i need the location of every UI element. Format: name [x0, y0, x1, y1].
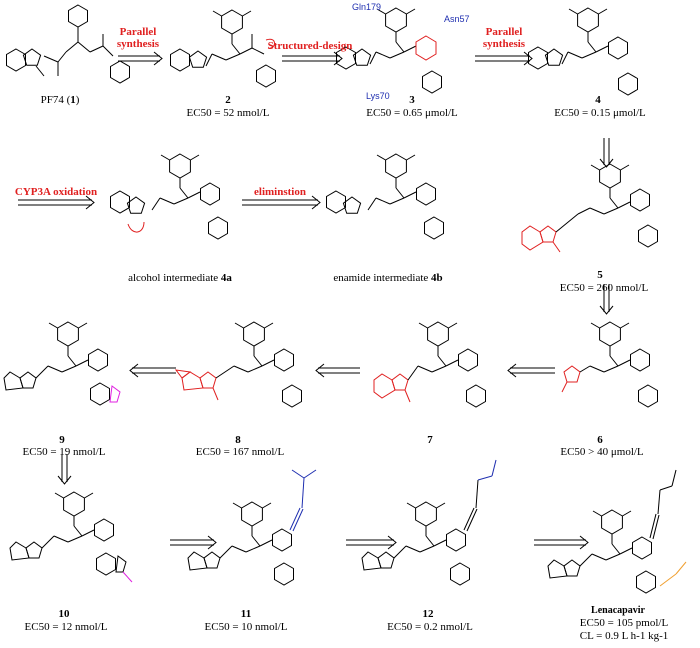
compound-8: [174, 321, 302, 408]
compound-12: [361, 459, 497, 586]
step-cyp3a-oxidation: CYP3A oxidation: [14, 186, 98, 198]
compound-9-number: 9: [59, 434, 65, 446]
compound-12-ec50: EC50 = 0.2 nmol/L: [387, 621, 473, 633]
residue-lys70: Lys70: [366, 91, 390, 101]
arrow-into-4a: [18, 195, 95, 210]
arrow-8-9: [129, 363, 176, 378]
compound-8-ec50: EC50 = 167 nmol/L: [195, 446, 285, 458]
compound-7: [373, 321, 486, 408]
compound-4b: [326, 153, 444, 240]
compound-5-ec50: EC50 = 260 nmol/L: [559, 282, 649, 294]
arrow-6-7: [507, 363, 555, 378]
step-parallel-synthesis-1: Parallel synthesis: [116, 26, 160, 50]
arrow-11-12: [346, 535, 397, 550]
arrow-10-11: [170, 535, 217, 550]
compound-5-number: 5: [597, 269, 603, 281]
compound-11: [187, 469, 317, 586]
arrow-2-3: [282, 51, 343, 66]
compound-11-number: 11: [240, 608, 252, 620]
residue-asn57: Asn57: [444, 14, 470, 24]
compound-11-ec50: EC50 = 10 nmol/L: [204, 621, 288, 633]
compound-5: [521, 163, 658, 253]
lenacapavir-ec50: EC50 = 105 pmol/L: [579, 617, 669, 629]
lenacapavir-name: Lenacapavir: [591, 605, 645, 616]
compound-9: [3, 321, 121, 406]
lenacapavir-cl: CL = 0.9 L h-1 kg-1: [579, 630, 669, 642]
arrow-4-5: [599, 138, 614, 168]
compound-4-ec50: EC50 = 0.15 μmol/L: [554, 107, 646, 119]
arrow-1-2: [118, 51, 163, 66]
compound-6-number: 6: [597, 434, 603, 446]
compound-10: [9, 491, 133, 583]
compound-pf74: [6, 4, 130, 84]
compound-10-number: 10: [58, 608, 70, 620]
arrow-3-4: [475, 51, 533, 66]
residue-gln179: Gln179: [352, 2, 382, 12]
arrow-12-len: [534, 535, 589, 550]
compound-lenacapavir: [547, 469, 687, 594]
compound-4a: [110, 153, 228, 240]
compound-4b-label: enamide intermediate 4b: [333, 272, 443, 284]
compound-2-number: 2: [225, 94, 231, 106]
step-structured-design: Structured-design: [267, 40, 353, 52]
compound-4-number: 4: [595, 94, 601, 106]
compound-8-number: 8: [235, 434, 241, 446]
step-elimination: eliminstion: [254, 186, 306, 198]
step-parallel-synthesis-2: Parallel synthesis: [482, 26, 526, 50]
compound-2-ec50: EC50 = 52 nmol/L: [186, 107, 270, 119]
arrow-5-6: [599, 284, 614, 315]
arrow-4a-4b: [242, 195, 321, 210]
compound-2: [170, 9, 276, 88]
compound-10-ec50: EC50 = 12 nmol/L: [24, 621, 108, 633]
compound-3: [336, 7, 442, 94]
compound-3-ec50: EC50 = 0.65 μmol/L: [366, 107, 458, 119]
pf74-label: PF74 (1): [40, 94, 80, 106]
compound-9-ec50: EC50 = 19 nmol/L: [22, 446, 106, 458]
compound-4: [528, 7, 638, 96]
compound-3-number: 3: [409, 94, 415, 106]
compound-12-number: 12: [422, 608, 434, 620]
compound-7-number: 7: [427, 434, 433, 446]
arrow-7-8: [315, 363, 360, 378]
compound-6-ec50: EC50 > 40 μmol/L: [560, 446, 644, 458]
arrow-9-10: [57, 454, 72, 485]
compound-4a-label: alcohol intermediate 4a: [128, 272, 232, 284]
compound-6: [561, 321, 658, 408]
